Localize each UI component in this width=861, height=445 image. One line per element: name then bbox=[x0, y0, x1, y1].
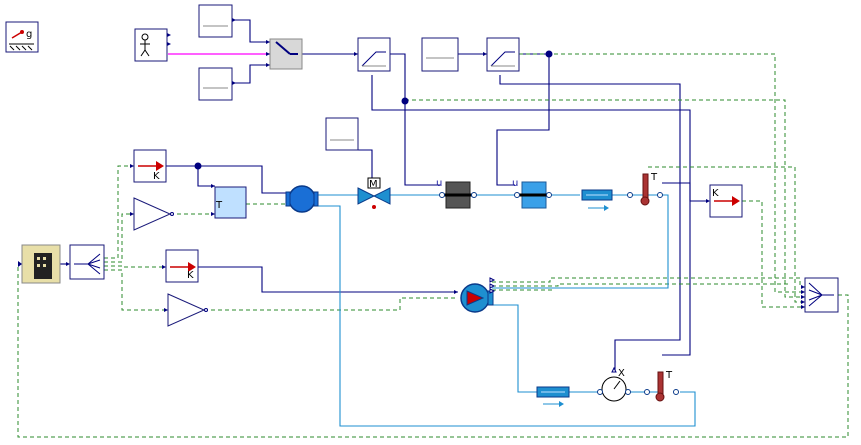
source-table-valve[interactable] bbox=[325, 117, 359, 151]
junction-dot bbox=[401, 97, 409, 105]
heat-capacitor-ball[interactable] bbox=[285, 185, 319, 213]
temperature-sensor-top[interactable]: T bbox=[627, 172, 663, 206]
source-block-top-1[interactable] bbox=[198, 4, 236, 38]
valve-label: M bbox=[369, 179, 378, 190]
gain-right-label: K bbox=[712, 188, 719, 199]
sensor-top-label: T bbox=[650, 172, 658, 183]
control-valve[interactable]: M bbox=[357, 177, 391, 209]
gain-block-right[interactable]: K bbox=[706, 184, 743, 218]
temperature-sensor-bottom[interactable]: T bbox=[644, 370, 679, 402]
cooler-input-label: u bbox=[512, 178, 518, 189]
control-connections bbox=[17, 53, 849, 438]
gravity-label: g bbox=[26, 29, 32, 40]
heater-tank[interactable]: u bbox=[436, 178, 477, 209]
flow-sensor-label: X bbox=[618, 368, 625, 379]
sensor-bottom-label: T bbox=[665, 370, 673, 381]
ramp-limiter-2[interactable] bbox=[483, 37, 520, 72]
gain-block-top[interactable]: K bbox=[130, 149, 167, 183]
demux-bus-left[interactable] bbox=[66, 244, 105, 280]
gain-block-mid[interactable]: K bbox=[162, 249, 199, 283]
junction-dot bbox=[545, 50, 553, 58]
world-gravity-icon[interactable]: g bbox=[5, 21, 39, 53]
operator-input-icon[interactable] bbox=[134, 28, 171, 62]
temp-block-label: T bbox=[215, 200, 223, 211]
amplifier-gain-1[interactable] bbox=[130, 197, 174, 231]
temperature-prescribed-block[interactable]: T bbox=[211, 184, 247, 219]
junction-dot bbox=[194, 162, 202, 170]
heater-input-label: u bbox=[436, 178, 442, 189]
source-block-top-2[interactable] bbox=[198, 67, 236, 101]
source-block-mid[interactable] bbox=[421, 37, 459, 72]
cooler-tank[interactable]: u bbox=[512, 178, 552, 209]
expansion-tank[interactable] bbox=[18, 244, 61, 284]
circulation-pump[interactable] bbox=[454, 277, 496, 313]
pipe-segment-bottom[interactable] bbox=[536, 386, 570, 407]
gain-mid-label: K bbox=[187, 270, 194, 281]
fluid-connections bbox=[318, 194, 696, 427]
logical-switch[interactable] bbox=[266, 38, 303, 70]
mux-bus-right[interactable] bbox=[801, 277, 839, 313]
gain-top-label: K bbox=[153, 171, 160, 182]
amplifier-gain-2[interactable] bbox=[164, 293, 208, 327]
ramp-limiter-1[interactable] bbox=[354, 37, 391, 72]
pipe-segment-top[interactable] bbox=[581, 189, 613, 211]
mass-flow-sensor[interactable]: X bbox=[597, 366, 631, 402]
